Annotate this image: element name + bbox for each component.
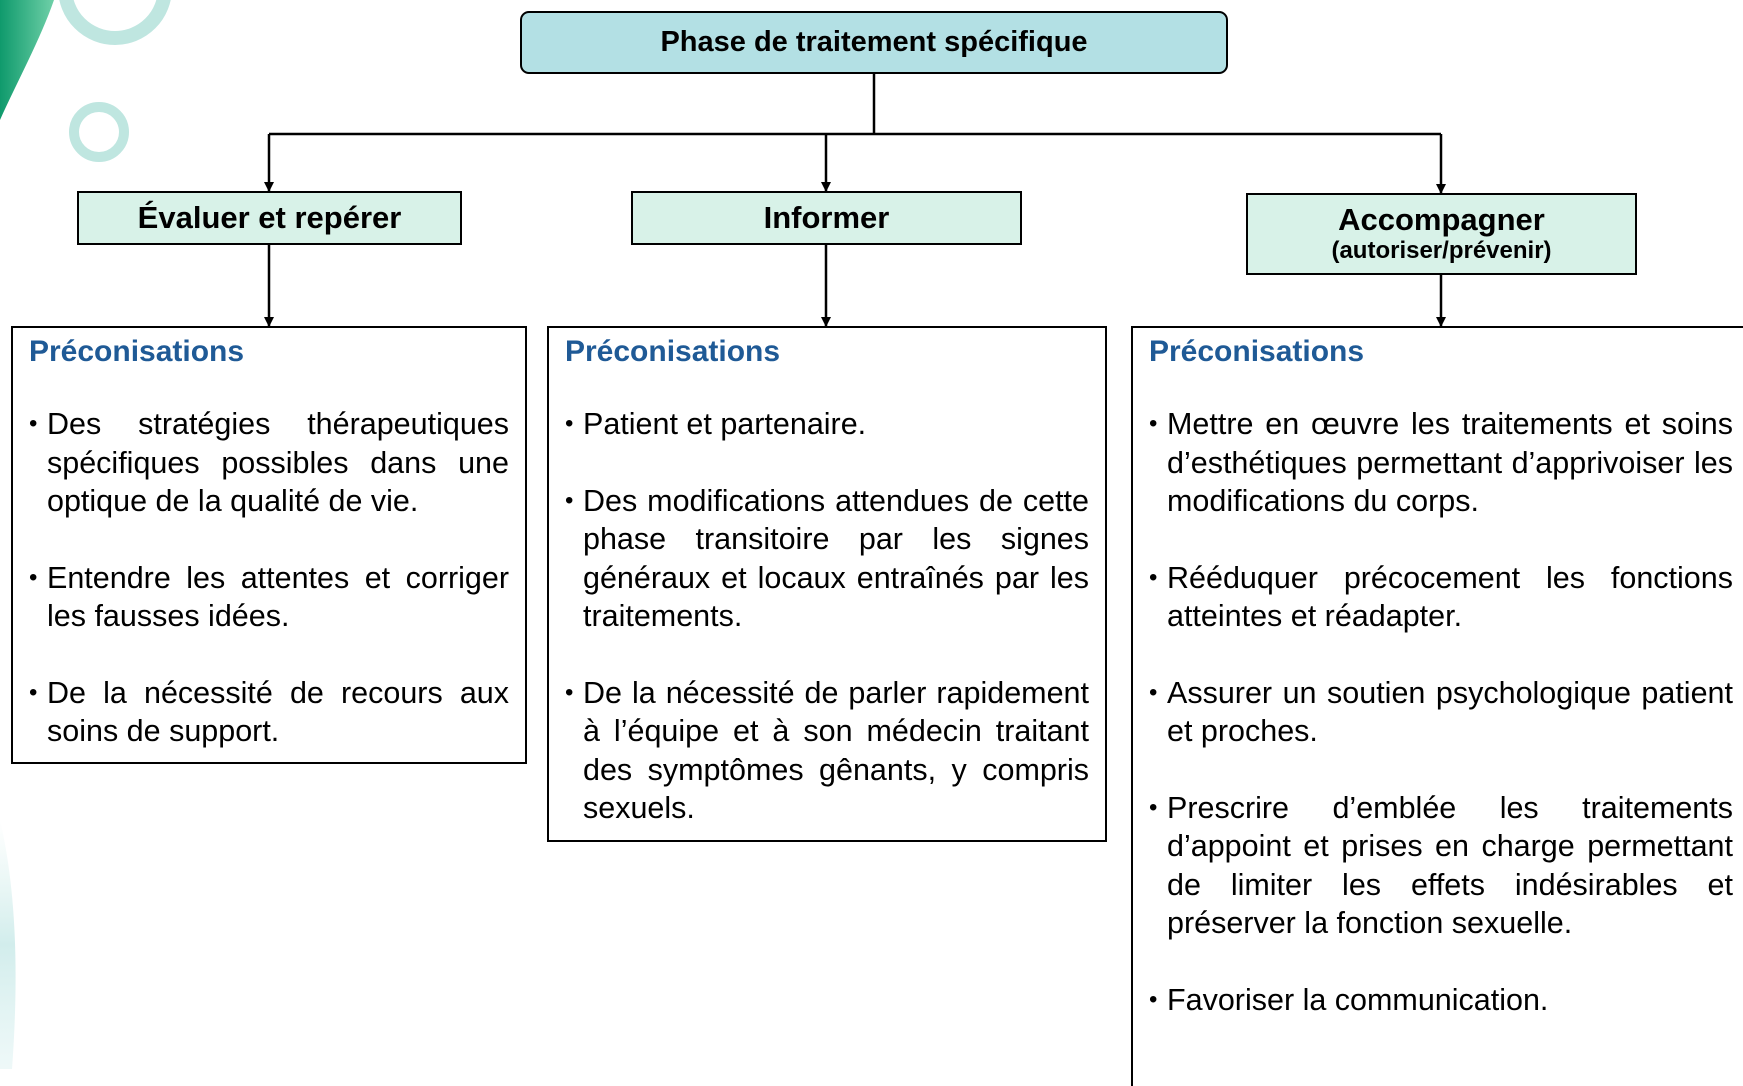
category-title: Informer <box>763 199 890 235</box>
recommendation-item: Entendre les attentes et corriger les fa… <box>29 559 509 636</box>
recommendations-list: Mettre en œuvre les traitements et soins… <box>1149 405 1733 1019</box>
top-phase-box: Phase de traitement spécifique <box>520 11 1228 74</box>
recommendations-list: Des stratégies thérapeutiques spécifique… <box>29 405 509 751</box>
ring-decoration-top <box>59 0 171 45</box>
category-box-informer: Informer <box>631 191 1022 245</box>
light-wave-shape <box>0 820 16 1069</box>
recommendations-heading: Préconisations <box>565 335 781 368</box>
category-box-accompagner: Accompagner (autoriser/prévenir) <box>1246 193 1637 275</box>
top-phase-title: Phase de traitement spécifique <box>660 26 1088 58</box>
recommendation-item: Assurer un soutien psychologique patient… <box>1149 674 1733 751</box>
category-title: Évaluer et repérer <box>137 199 402 235</box>
ring-decoration-small <box>69 102 129 162</box>
recommendations-box-informer: Préconisations Patient et partenaire. De… <box>547 326 1107 842</box>
recommendations-heading: Préconisations <box>29 335 245 368</box>
recommendation-item: De la nécessité de parler rapidement à l… <box>565 674 1089 828</box>
category-box-evaluer: Évaluer et repérer <box>77 191 462 245</box>
recommendation-item: Des modifications attendues de cette pha… <box>565 482 1089 636</box>
recommendation-item: Rééduquer précocement les fonctions atte… <box>1149 559 1733 636</box>
recommendation-item: Mettre en œuvre les traitements et soins… <box>1149 405 1733 521</box>
recommendations-heading: Préconisations <box>1149 335 1365 368</box>
recommendation-item: Patient et partenaire. <box>565 405 1089 444</box>
recommendation-item: Prescrire d’emblée les traitements d’app… <box>1149 789 1733 943</box>
green-swoosh-shape <box>0 0 54 120</box>
recommendations-box-accompagner: Préconisations Mettre en œuvre les trait… <box>1131 326 1743 1086</box>
recommendation-item: Favoriser la communication. <box>1149 981 1733 1020</box>
category-title: Accompagner <box>1338 202 1545 238</box>
decorative-background <box>0 0 171 1069</box>
category-subtitle: (autoriser/prévenir) <box>1331 236 1552 264</box>
recommendations-list: Patient et partenaire. Des modifications… <box>565 405 1089 828</box>
recommendation-item: Des stratégies thérapeutiques spécifique… <box>29 405 509 521</box>
recommendations-box-evaluer: Préconisations Des stratégies thérapeuti… <box>11 326 527 764</box>
recommendation-item: De la nécessité de recours aux soins de … <box>29 674 509 751</box>
